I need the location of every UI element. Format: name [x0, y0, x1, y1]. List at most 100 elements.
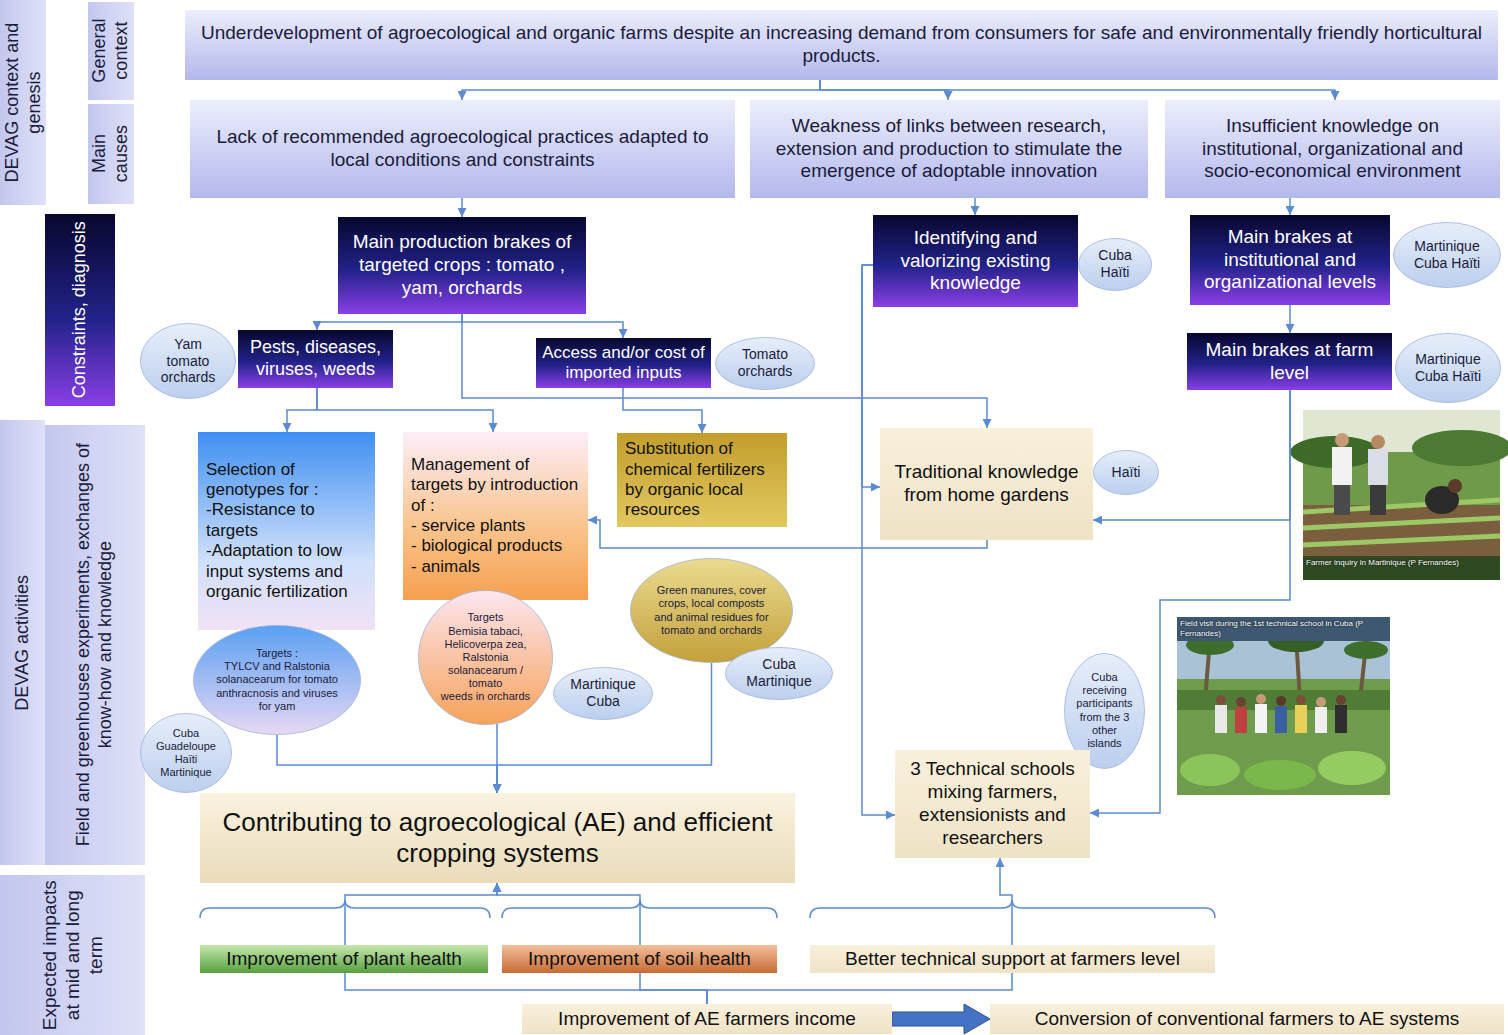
photo-person [1236, 697, 1246, 707]
location-ellipse: Martinique Cuba [553, 667, 653, 720]
constraint-box: Pests, diseases, viruses, weeds [238, 330, 393, 388]
photo-person [1371, 435, 1385, 449]
photo-tree [1412, 430, 1508, 466]
location-ellipse-text: Cuba receiving participants from the 3 o… [1075, 671, 1135, 750]
text-group: Weakness of links between research, exte… [760, 115, 1138, 183]
photo-person [1295, 705, 1307, 733]
connector [974, 198, 976, 215]
connector [287, 388, 317, 432]
text-group: Improvement of plant health [206, 948, 482, 971]
location-ellipse-text: Martinique Cuba Haïti [1407, 238, 1487, 272]
location-ellipse-text: Cuba Haïti [1088, 247, 1143, 281]
ellipse-shape [631, 559, 793, 663]
activity-box-text: Traditional knowledge from home gardens [888, 461, 1085, 507]
target-ellipse-text: Green manures, cover crops, local compos… [651, 584, 772, 637]
location-ellipse: Cuba Guadeloupe Haïti Martinique [140, 713, 232, 793]
activity-box-text: Management of targets by introduction of… [411, 455, 580, 516]
photo-person [1332, 447, 1352, 485]
section-band: General context [88, 2, 134, 100]
text-group: TargetsBemisia tabaci, Helicoverpa zea, … [436, 611, 536, 703]
text-group: Access and/or cost of imported inputs [541, 343, 706, 384]
ellipse-shape [716, 337, 815, 389]
target-ellipse-text: weeds in orchards [436, 690, 536, 703]
activity-box-text: - biological products [411, 536, 580, 556]
section-band: Expected impacts at mid and long term [0, 875, 145, 1035]
text-group: Contributing to agroecological (AE) and … [212, 807, 783, 869]
ellipse-shape [726, 647, 833, 699]
impact-bar: Improvement of soil health [502, 945, 777, 973]
text-group: Haïti [1102, 464, 1151, 481]
photo-person [1335, 433, 1349, 447]
activity-box: Management of targets by introduction of… [403, 432, 588, 600]
target-ellipse: TargetsBemisia tabaci, Helicoverpa zea, … [418, 590, 553, 725]
activity-box-text: -Adaptation to low input systems and org… [206, 541, 367, 602]
text-group: Main production brakes of targeted crops… [346, 231, 578, 299]
location-ellipse-text: Martinique Cuba [566, 676, 640, 710]
flow-arrow [892, 1004, 990, 1034]
activity-box: Substitution of chemical fertilizers by … [617, 433, 787, 527]
photo-ground [1177, 617, 1390, 795]
photo-person [1216, 695, 1226, 705]
impact-bar-text: Improvement of AE farmers income [528, 1008, 886, 1031]
text-group: Green manures, cover crops, local compos… [651, 584, 772, 637]
constraint-box: Access and/or cost of imported inputs [536, 338, 711, 388]
text-group: Substitution of chemical fertilizers by … [625, 439, 779, 521]
text-group: Lack of recommended agroecological pract… [200, 126, 725, 172]
photo-person [1276, 696, 1286, 706]
constraint-box: Identifying and valorizing existing know… [873, 215, 1078, 307]
text-group: Main causes [89, 108, 132, 200]
photo-person [1215, 705, 1227, 733]
photo-person [1296, 695, 1306, 705]
connector [820, 80, 1335, 100]
activity-box-text: Selection of genotypes for : [206, 460, 367, 501]
constraint-box-text: Pests, diseases, viruses, weeds [243, 337, 388, 380]
constraint-box-text: Main brakes at institutional and organiz… [1195, 226, 1385, 294]
photo-person [1335, 705, 1347, 733]
section-band: DEVAG activities [0, 420, 45, 865]
location-ellipse: Tomato orchards [715, 337, 815, 390]
ellipse-shape [1094, 451, 1159, 495]
target-ellipse-text: Bemisia tabaci, Helicoverpa zea, Ralston… [436, 625, 536, 691]
connector [462, 314, 623, 338]
cause-box: Weakness of links between research, exte… [750, 100, 1148, 198]
text-group: Insufficient knowledge on institutional,… [1175, 115, 1490, 183]
outcome-box-text: Contributing to agroecological (AE) and … [212, 807, 783, 869]
text-group: General context [89, 6, 132, 96]
photo-person [1235, 707, 1247, 733]
ellipse-shape [419, 591, 553, 725]
impact-bar-text: Better technical support at farmers leve… [816, 948, 1209, 971]
text-group: Management of targets by introduction of… [411, 455, 580, 577]
location-ellipse-text: Martinique Cuba Haïti [1409, 351, 1487, 385]
section-band-text: Field and greenhouses experiments, excha… [73, 429, 116, 861]
caption-holder: Farmer inquiry in Martinique (P Fernande… [1306, 558, 1497, 568]
cause-box-text: Lack of recommended agroecological pract… [200, 126, 725, 172]
activity-box-text: - service plants [411, 516, 580, 536]
impact-brackets [200, 900, 1215, 918]
photo-person [1315, 707, 1327, 733]
constraint-box: Main brakes at institutional and organiz… [1190, 215, 1390, 305]
connector [317, 314, 462, 330]
photo-field-visit [1177, 617, 1390, 795]
location-ellipse-text: Cuba Guadeloupe Haïti Martinique [152, 727, 220, 780]
photo-crowd [1215, 694, 1347, 733]
location-ellipse-text: Haïti [1102, 464, 1151, 481]
location-ellipse: Yam tomato orchards [140, 323, 236, 399]
photo-caption: Farmer inquiry in Martinique (P Fernande… [1306, 558, 1497, 568]
photo-plants [1318, 751, 1386, 785]
outcome-box: Contributing to agroecological (AE) and … [200, 793, 795, 883]
impact-bar: Improvement of plant health [200, 945, 488, 973]
text-group: Identifying and valorizing existing know… [879, 227, 1072, 295]
photo-plants [1244, 760, 1316, 790]
photo-crop-rows [1303, 500, 1500, 545]
text-group: Cuba Martinique [739, 656, 819, 690]
text-group: DEVAG context and genesis [1, 4, 44, 201]
text-group: Martinique Cuba Haïti [1407, 238, 1487, 272]
location-ellipse: Cuba Martinique [725, 647, 833, 700]
text-group: Cuba Haïti [1088, 247, 1143, 281]
text-group: Traditional knowledge from home gardens [888, 461, 1085, 507]
connector [345, 883, 497, 945]
cause-box: Insufficient knowledge on institutional,… [1165, 100, 1500, 198]
constraint-box: Main brakes at farm level [1187, 333, 1392, 390]
activity-box-text: -Resistance to targets [206, 500, 367, 541]
